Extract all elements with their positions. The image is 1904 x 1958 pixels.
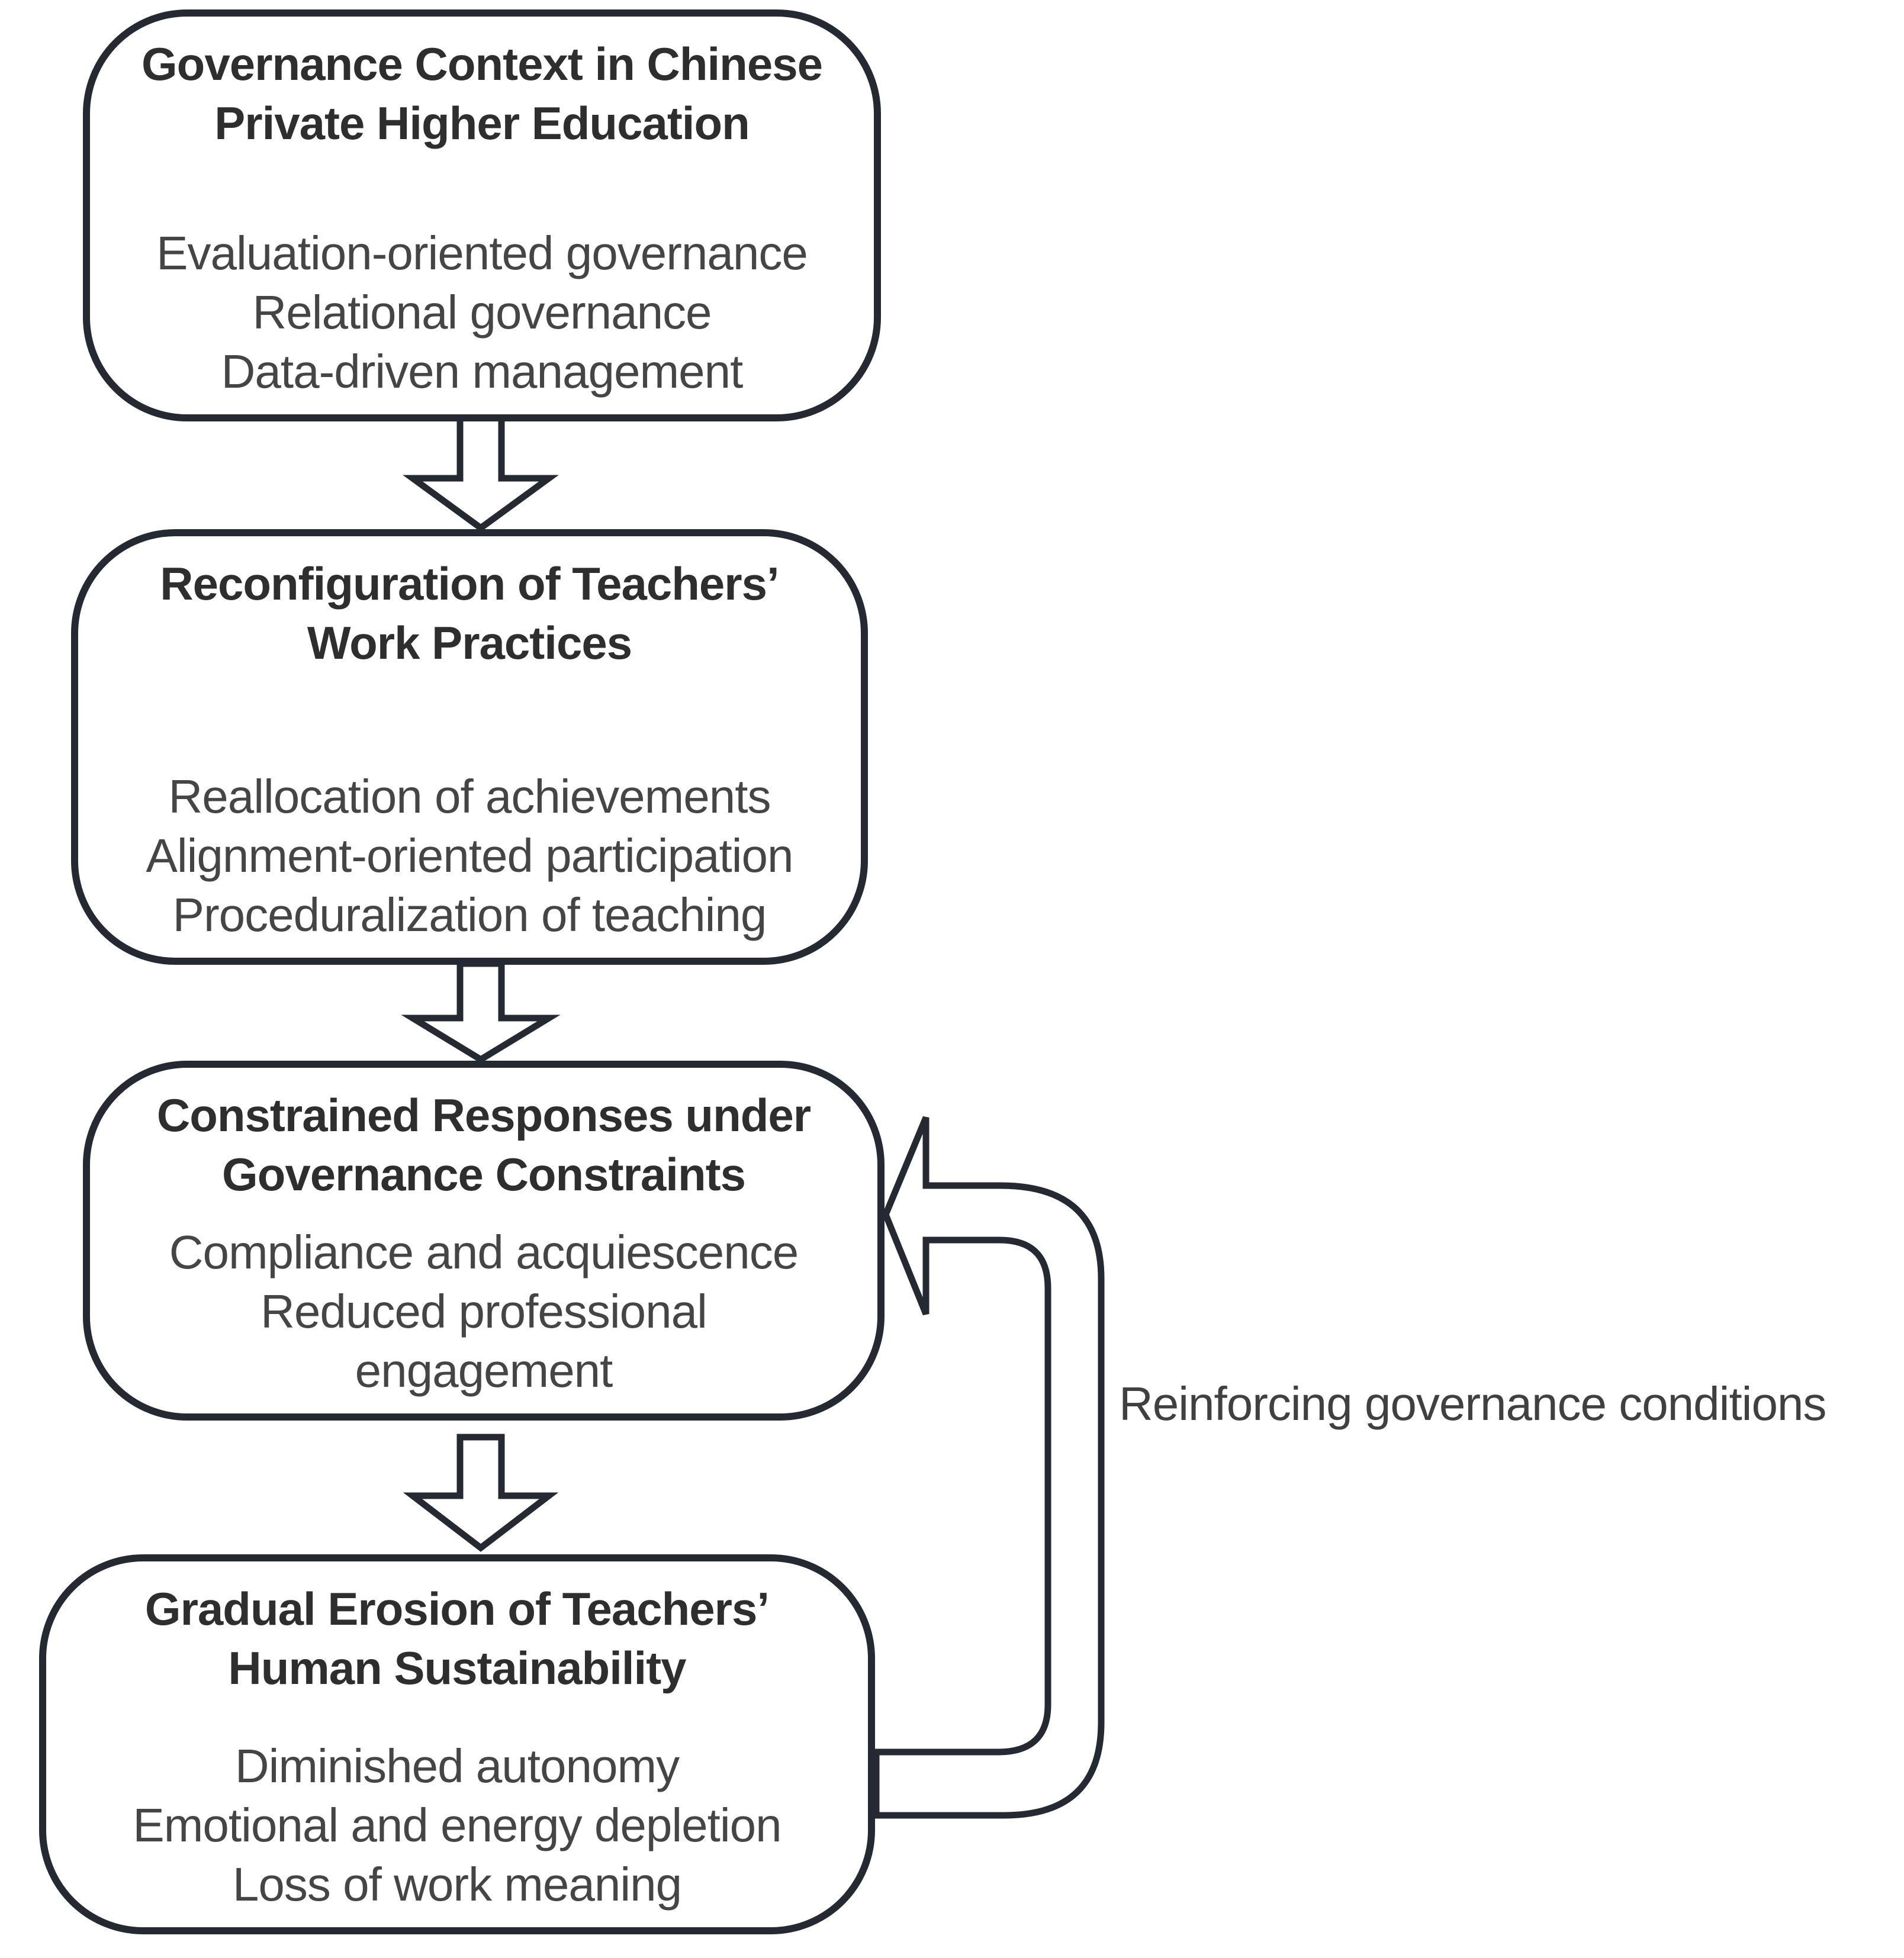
box-item: Emotional and energy depletion [133,1799,781,1851]
box-item: Reduced professional engagement [260,1285,707,1397]
box-item: Evaluation-oriented governance [156,227,808,279]
box-title-line: Reconfiguration of Teachers’ [160,558,779,610]
box-item: Alignment-oriented participation [146,829,793,882]
box-title-line: Work Practices [307,617,632,669]
box-title-line: Governance Context in Chinese [141,38,823,90]
box-title-line: Gradual Erosion of Teachers’ [144,1583,770,1635]
box-item: Proceduralization of teaching [172,888,767,941]
box-item: Relational governance [252,286,712,339]
box-title-line: Human Sustainability [228,1642,686,1694]
flow-box-governance-context: Governance Context in Chinese Private Hi… [83,9,881,421]
box-item: Compliance and acquiescence [169,1226,799,1279]
box-title: Constrained Responses under Governance C… [121,1086,847,1204]
down-arrow-icon [401,960,561,1064]
down-arrow-icon [403,1434,559,1552]
box-title-line: Governance Constraints [222,1148,746,1200]
box-item: Data-driven management [221,345,744,398]
feedback-loop-arrow-icon [873,1116,1105,1819]
flow-box-reconfiguration: Reconfiguration of Teachers’ Work Practi… [71,529,868,965]
box-item: Diminished autonomy [234,1740,680,1792]
box-title-line: Constrained Responses under [156,1089,811,1141]
box-title-line: Private Higher Education [214,97,750,149]
down-arrow-icon [403,414,559,532]
box-title: Gradual Erosion of Teachers’ Human Susta… [77,1579,837,1698]
flow-box-constrained-responses: Constrained Responses under Governance C… [83,1061,885,1421]
box-item: Reallocation of achievements [168,770,771,823]
flow-box-gradual-erosion: Gradual Erosion of Teachers’ Human Susta… [39,1554,875,1934]
box-item: Loss of work meaning [232,1858,682,1911]
box-title: Governance Context in Chinese Private Hi… [121,34,843,153]
feedback-loop-label: Reinforcing governance conditions [1119,1377,1826,1430]
box-title: Reconfiguration of Teachers’ Work Practi… [109,554,830,672]
